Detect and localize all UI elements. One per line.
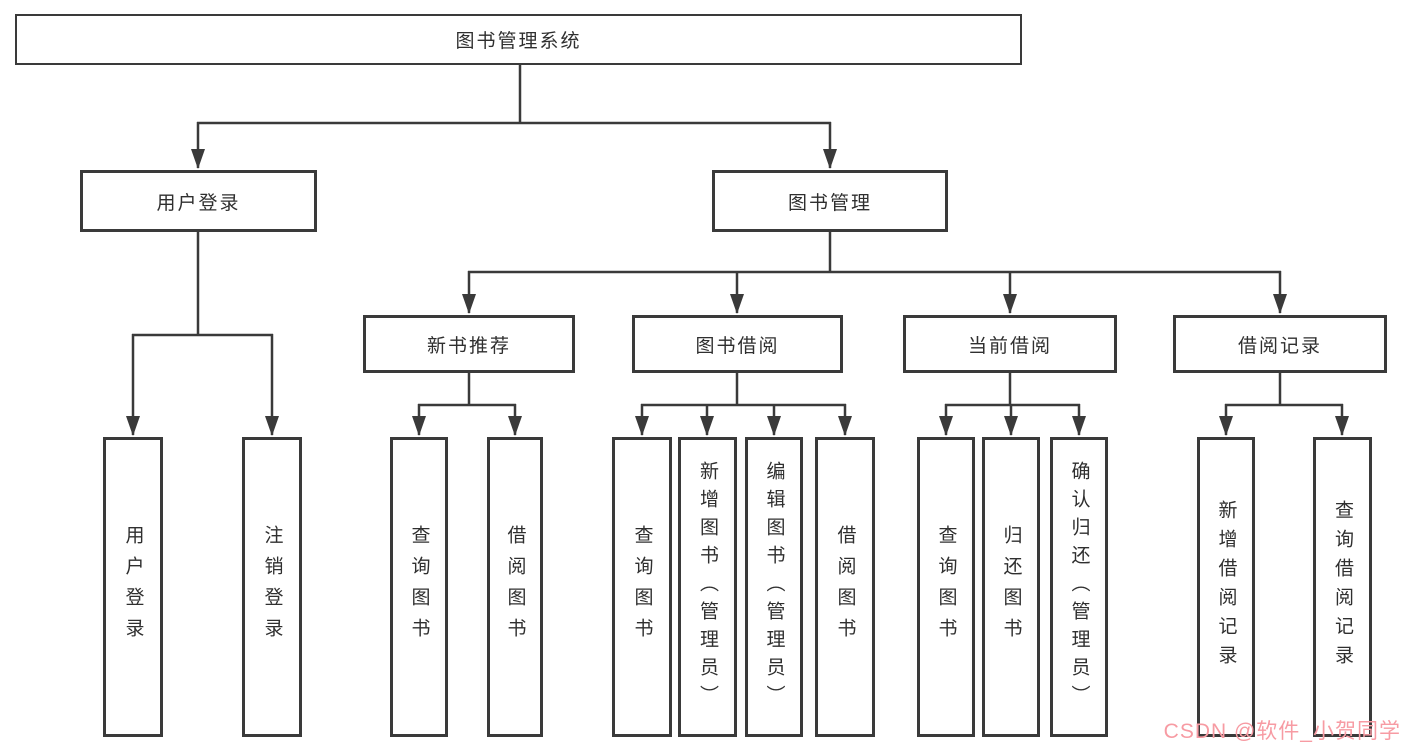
node-add-books-admin: 新增图书（管理员）: [678, 437, 737, 737]
node-user-login: 用户登录: [80, 170, 317, 232]
node-book-borrowing: 图书借阅: [632, 315, 843, 373]
node-confirm-return-admin: 确认归还（管理员）: [1050, 437, 1108, 737]
node-query-borrow-record: 查询借阅记录: [1313, 437, 1372, 737]
node-new-book-recommend: 新书推荐: [363, 315, 575, 373]
node-query-books-current: 查询图书: [917, 437, 975, 737]
node-borrowing-records: 借阅记录: [1173, 315, 1387, 373]
node-borrow-books-borrowing: 借阅图书: [815, 437, 875, 737]
node-logout-login-leaf: 注销登录: [242, 437, 302, 737]
node-query-books-recommend: 查询图书: [390, 437, 448, 737]
node-query-books-borrowing: 查询图书: [612, 437, 672, 737]
node-library-management-system: 图书管理系统: [15, 14, 1022, 65]
node-return-books: 归还图书: [982, 437, 1040, 737]
node-user-login-leaf: 用户登录: [103, 437, 163, 737]
node-book-management: 图书管理: [712, 170, 948, 232]
node-edit-books-admin: 编辑图书（管理员）: [745, 437, 803, 737]
node-borrow-books-recommend: 借阅图书: [487, 437, 543, 737]
node-current-borrowing: 当前借阅: [903, 315, 1117, 373]
node-add-borrow-record: 新增借阅记录: [1197, 437, 1255, 737]
